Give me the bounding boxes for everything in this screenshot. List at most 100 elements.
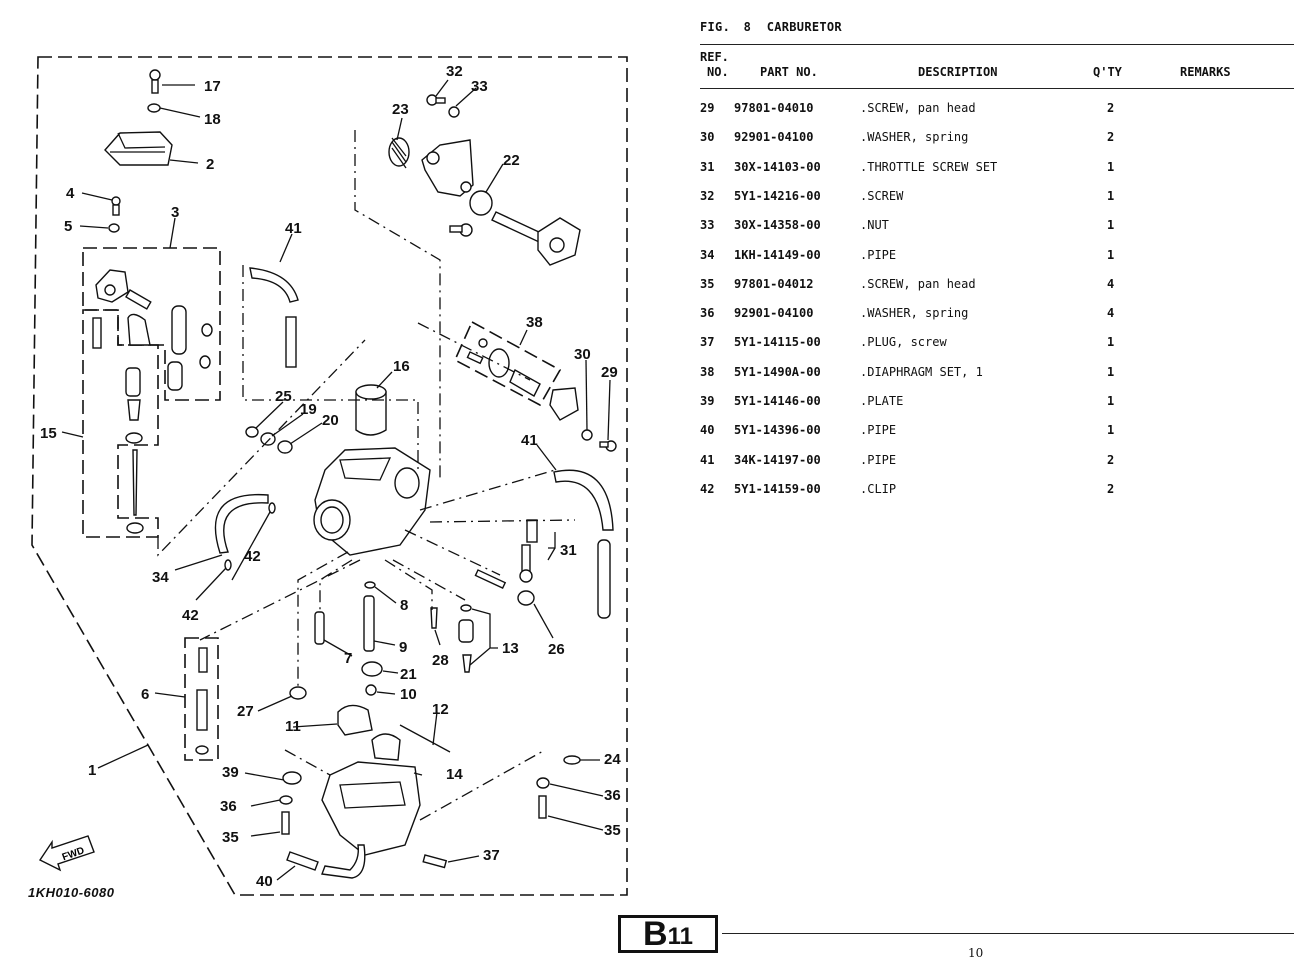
cover-2-drawing bbox=[104, 131, 173, 166]
plug-37-drawing bbox=[422, 854, 448, 869]
callout-39: 39 bbox=[222, 764, 239, 781]
quantity-cell: 1 bbox=[1107, 247, 1115, 262]
callout-32: 32 bbox=[446, 63, 463, 80]
forward-arrow-icon: FWD bbox=[38, 835, 95, 872]
quantity-cell: 4 bbox=[1107, 306, 1115, 321]
ref-cell: 42 bbox=[700, 481, 715, 496]
callout-38: 38 bbox=[526, 314, 543, 331]
callout-11: 11 bbox=[285, 718, 301, 735]
header-top-rule bbox=[700, 44, 1294, 45]
callout-labels: 17 18 2 4 5 3 15 41 23 32 33 22 38 16 25… bbox=[40, 63, 621, 890]
header-ref-line2: NO. bbox=[707, 65, 729, 79]
ref-cell: 33 bbox=[700, 218, 715, 233]
screw-35-left-drawing bbox=[281, 811, 290, 835]
callout-26: 26 bbox=[548, 641, 565, 658]
callout-14: 14 bbox=[446, 766, 463, 783]
part-number-cell: 30X-14103-00 bbox=[734, 159, 821, 174]
quantity-cell: 1 bbox=[1107, 335, 1115, 350]
ref-cell: 35 bbox=[700, 276, 715, 291]
figure-title: FIG. 8 CARBURETOR bbox=[700, 20, 842, 34]
callout-37: 37 bbox=[483, 847, 500, 864]
pin-12-drawing bbox=[399, 724, 451, 753]
washer-18-drawing bbox=[147, 103, 161, 113]
callout-12: 12 bbox=[432, 701, 449, 718]
plate-39-drawing bbox=[282, 771, 302, 785]
pipe-34-drawing bbox=[214, 493, 269, 554]
jet-7-drawing bbox=[314, 611, 325, 645]
group-3-boundary bbox=[82, 247, 221, 401]
callout-19: 19 bbox=[300, 401, 317, 418]
callout-6: 6 bbox=[141, 686, 149, 703]
footer-rule bbox=[722, 933, 1294, 934]
washer-13-drawing bbox=[460, 604, 472, 612]
callout-35-right: 35 bbox=[604, 822, 621, 839]
washer-20-drawing bbox=[277, 440, 293, 454]
description-cell: .DIAPHRAGM SET, 1 bbox=[860, 364, 983, 379]
callout-30: 30 bbox=[574, 346, 591, 363]
callout-36-right: 36 bbox=[604, 787, 621, 804]
callout-1: 1 bbox=[88, 762, 96, 779]
ref-cell: 37 bbox=[700, 335, 715, 350]
section-badge-letter: B bbox=[643, 915, 668, 953]
description-cell: .PIPE bbox=[860, 247, 897, 262]
part-number-cell: 5Y1-14115-00 bbox=[734, 335, 821, 350]
callout-29: 29 bbox=[601, 364, 618, 381]
callout-5: 5 bbox=[64, 218, 72, 235]
carburetor-body-drawing bbox=[313, 447, 431, 556]
quantity-cell: 1 bbox=[1107, 394, 1115, 408]
part-number-cell: 5Y1-14216-00 bbox=[734, 188, 821, 203]
washer-30-drawing bbox=[581, 429, 593, 441]
assembly-boundary bbox=[31, 56, 628, 896]
throttle-shaft-drawing bbox=[491, 211, 581, 266]
callout-15: 15 bbox=[40, 425, 57, 442]
section-badge: B 11 bbox=[618, 915, 718, 953]
clip-42-lower-drawing bbox=[224, 559, 232, 571]
header-remarks: REMARKS bbox=[1180, 65, 1231, 79]
callout-18: 18 bbox=[204, 111, 221, 128]
valve-13-drawing bbox=[458, 619, 474, 643]
needle-13-drawing bbox=[462, 654, 472, 673]
figure-number: 8 bbox=[743, 20, 752, 34]
quantity-cell: 1 bbox=[1107, 423, 1115, 438]
washer-19-drawing bbox=[260, 432, 276, 446]
callout-31: 31 bbox=[560, 542, 577, 559]
callout-24: 24 bbox=[604, 751, 621, 768]
part-number-cell: 5Y1-1490A-00 bbox=[734, 364, 821, 379]
callout-21: 21 bbox=[400, 666, 417, 683]
header-part-no: PART NO. bbox=[760, 65, 818, 79]
callout-17: 17 bbox=[204, 78, 221, 95]
throttle-bracket-drawing bbox=[421, 139, 474, 197]
pilot-jet-6-drawing bbox=[195, 647, 209, 755]
callout-35-left: 35 bbox=[222, 829, 239, 846]
washer-27-drawing bbox=[289, 686, 307, 700]
callout-23: 23 bbox=[392, 101, 409, 118]
screw-10-drawing bbox=[365, 684, 377, 696]
screw-17-drawing bbox=[149, 69, 161, 94]
pin-28-drawing bbox=[430, 607, 438, 629]
callout-7: 7 bbox=[344, 650, 352, 667]
float-11-drawing bbox=[337, 704, 401, 761]
drain-pipe-drawing bbox=[321, 844, 366, 879]
part-number-cell: 97801-04010 bbox=[734, 101, 814, 115]
callout-16: 16 bbox=[393, 358, 410, 375]
description-cell: .CLIP bbox=[860, 481, 897, 496]
callout-42-lower: 42 bbox=[182, 607, 199, 624]
header-qty: Q'TY bbox=[1093, 65, 1122, 79]
quantity-cell: 1 bbox=[1107, 159, 1115, 174]
group-15-boundary bbox=[82, 309, 159, 538]
callout-2: 2 bbox=[206, 156, 214, 173]
needle-set-15-drawing bbox=[92, 317, 144, 534]
callout-22: 22 bbox=[503, 152, 520, 169]
pipe-41-left-drawing bbox=[249, 267, 299, 368]
piston-16-drawing bbox=[355, 384, 387, 436]
description-cell: .PLATE bbox=[860, 394, 904, 408]
header-ref-line1: REF. bbox=[700, 50, 729, 64]
callout-41-right: 41 bbox=[521, 432, 538, 449]
ref-cell: 34 bbox=[700, 247, 715, 262]
clip-25-drawing bbox=[245, 426, 259, 438]
